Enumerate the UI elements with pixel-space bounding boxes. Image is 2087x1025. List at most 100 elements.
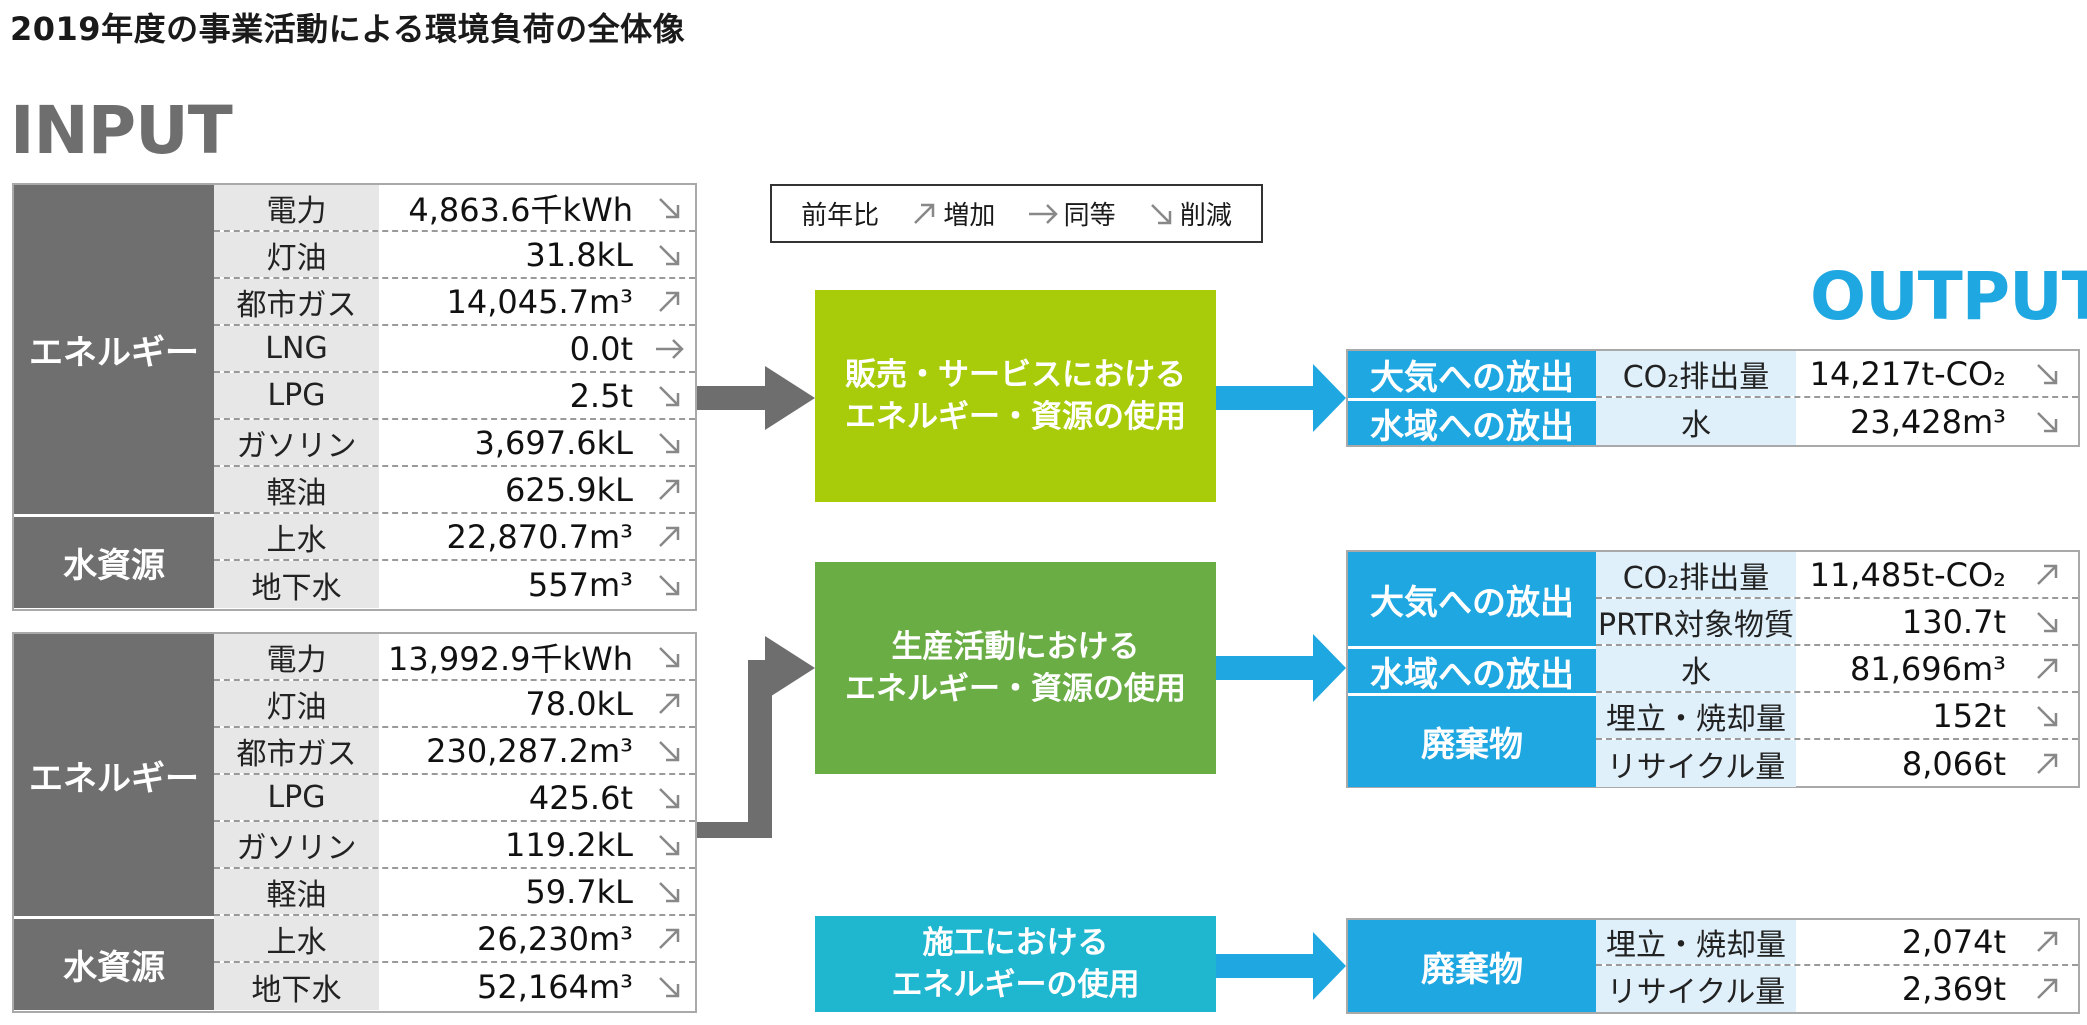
arrow-up-right-icon — [914, 203, 935, 224]
item-value: 2,074t — [1901, 923, 2006, 961]
arrow-up-right-icon — [2037, 564, 2058, 585]
arrow-up-right-icon — [2037, 753, 2058, 774]
item-label: CO₂排出量 — [1596, 351, 1796, 396]
arrow-down-right-icon — [659, 197, 680, 218]
arrow-down-right-icon — [659, 787, 680, 808]
item-label: 軽油 — [214, 869, 379, 914]
arrow-up-right-icon — [659, 526, 680, 547]
category-cell: 大気への放出 — [1348, 351, 1596, 398]
item-value: 26,230m³ — [477, 919, 633, 958]
category-cell: 水域への放出 — [1348, 398, 1596, 447]
arrow-up-right-icon — [659, 291, 680, 312]
process-line-2: エネルギーの使用 — [891, 967, 1140, 1003]
arrow-down-right-icon — [659, 385, 680, 406]
item-label: 電力 — [214, 634, 379, 679]
table-row: 地下水 52,164m³ — [214, 963, 695, 1010]
trend-indicator — [643, 373, 695, 418]
item-label: 地下水 — [214, 963, 379, 1010]
trend-indicator — [2016, 351, 2078, 396]
trend-indicator — [643, 326, 695, 371]
arrow-down-right-icon — [2037, 705, 2058, 726]
category-cell: 廃棄物 — [1348, 693, 1596, 787]
item-value: 13,992.9千kWh — [388, 639, 633, 678]
trend-indicator — [643, 279, 695, 324]
page-title: 2019年度の事業活動による環境負荷の全体像 — [10, 10, 686, 48]
arrow-up-right-icon — [659, 928, 680, 949]
legend-label-decrease: 削減 — [1179, 201, 1232, 231]
item-value: 4,863.6千kWh — [408, 190, 633, 229]
trend-indicator — [2016, 966, 2078, 1012]
process-line-1: 販売・サービスにおける — [845, 357, 1186, 393]
category-cell: エネルギー — [14, 634, 214, 916]
category-cell: 廃棄物 — [1348, 920, 1596, 1012]
arrow-up-right-icon — [2037, 931, 2058, 952]
arrow-down-right-icon — [659, 432, 680, 453]
item-label: 地下水 — [214, 561, 379, 608]
item-value: 52,164m³ — [477, 967, 633, 1006]
blue-arrow-1 — [1216, 364, 1346, 432]
item-label: 埋立・焼却量 — [1596, 693, 1796, 738]
process-production: 生産活動における エネルギー・資源の使用 — [815, 562, 1216, 774]
table-row: LNG 0.0t — [214, 326, 695, 373]
item-value: 0.0t — [569, 329, 633, 368]
item-value: 78.0kL — [525, 684, 633, 723]
trend-indicator — [2016, 740, 2078, 787]
item-label: 都市ガス — [214, 728, 379, 773]
item-label: LNG — [214, 326, 379, 371]
trend-indicator — [643, 916, 695, 961]
item-value: 2,369t — [1901, 970, 2006, 1008]
item-label: 電力 — [214, 185, 379, 230]
item-label: リサイクル量 — [1596, 966, 1796, 1012]
category-cell: 水域への放出 — [1348, 646, 1596, 695]
item-label: LPG — [214, 373, 379, 418]
process-line-1: 生産活動における — [891, 629, 1140, 665]
arrow-up-right-icon — [2037, 978, 2058, 999]
item-label: 上水 — [214, 514, 379, 559]
trend-indicator — [2016, 552, 2078, 597]
process-sales-service: 販売・サービスにおける エネルギー・資源の使用 — [815, 290, 1216, 502]
table-row: リサイクル量 2,369t — [1596, 966, 2078, 1012]
trend-indicator — [2016, 920, 2078, 964]
trend-indicator — [2016, 646, 2078, 691]
arrow-down-right-icon — [659, 646, 680, 667]
item-label: CO₂排出量 — [1596, 552, 1796, 597]
item-label: 水 — [1596, 646, 1796, 691]
item-label: 灯油 — [214, 681, 379, 726]
legend-prefix: 前年比 — [801, 201, 880, 231]
legend-item-increase: 増加 — [909, 195, 995, 232]
arrow-down-right-icon — [659, 881, 680, 902]
trend-indicator — [643, 420, 695, 465]
arrow-down-right-icon — [659, 244, 680, 265]
process-line-2: エネルギー・資源の使用 — [845, 399, 1186, 435]
item-value: 8,066t — [1901, 744, 2006, 783]
arrow-down-right-icon — [2037, 411, 2058, 432]
item-value: 3,697.6kL — [474, 423, 634, 462]
item-value: 119.2kL — [505, 825, 633, 864]
trend-indicator — [643, 514, 695, 559]
blue-arrow-3 — [1216, 932, 1346, 1000]
arrow-down-right-icon — [2037, 363, 2058, 384]
item-value: 31.8kL — [525, 235, 633, 274]
trend-indicator — [2016, 599, 2078, 644]
item-value: 625.9kL — [505, 470, 633, 509]
blue-arrow-2 — [1216, 634, 1346, 702]
trend-indicator — [643, 561, 695, 608]
arrow-right-icon — [1028, 203, 1058, 224]
trend-legend: 前年比 増加 同等 削減 — [770, 184, 1263, 243]
item-label: LPG — [214, 775, 379, 820]
item-value: 230,287.2m³ — [426, 731, 633, 770]
